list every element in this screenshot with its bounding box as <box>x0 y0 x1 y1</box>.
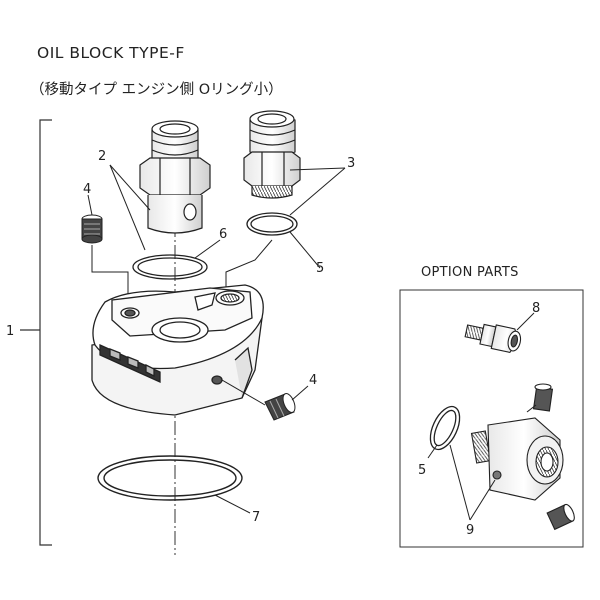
plug-4-path <box>91 245 129 305</box>
callout-5-option: 5 <box>418 463 426 478</box>
plug-4-upper <box>81 214 103 244</box>
part-3-fitting <box>243 110 301 199</box>
option-parts-title: OPTION PARTS <box>421 265 519 280</box>
plug-4-lower-path <box>221 379 266 406</box>
option-parts-panel <box>399 289 584 548</box>
callout-2: 2 <box>98 149 106 164</box>
o-ring-6 <box>132 254 208 280</box>
option-leader-lines <box>427 444 496 521</box>
oil-block-body <box>91 284 264 416</box>
part-2-fitting <box>139 120 211 234</box>
leader-lines <box>87 164 346 514</box>
assembly-bracket <box>20 119 52 546</box>
diagram-subtitle: （移動タイプ エンジン側 Oリング小） <box>30 82 283 98</box>
leader-8 <box>516 312 535 331</box>
diagram-title: OIL BLOCK TYPE-F <box>37 44 185 62</box>
callout-8: 8 <box>532 301 540 316</box>
o-ring-7 <box>97 455 243 501</box>
callout-4-lower: 4 <box>309 373 317 388</box>
callout-1: 1 <box>6 324 14 339</box>
callout-5-top: 5 <box>316 261 324 276</box>
fitting-3-path <box>225 239 273 293</box>
o-ring-5-option <box>429 405 461 451</box>
part-9-adapter <box>470 383 575 531</box>
part-8-adapter <box>464 323 522 354</box>
callout-6: 6 <box>219 227 227 242</box>
callout-9: 9 <box>466 523 474 538</box>
callout-3: 3 <box>347 156 355 171</box>
callout-7: 7 <box>252 510 260 525</box>
o-ring-5-top <box>246 212 298 236</box>
plug-4-lower <box>264 393 296 421</box>
callout-4-upper: 4 <box>83 182 91 197</box>
